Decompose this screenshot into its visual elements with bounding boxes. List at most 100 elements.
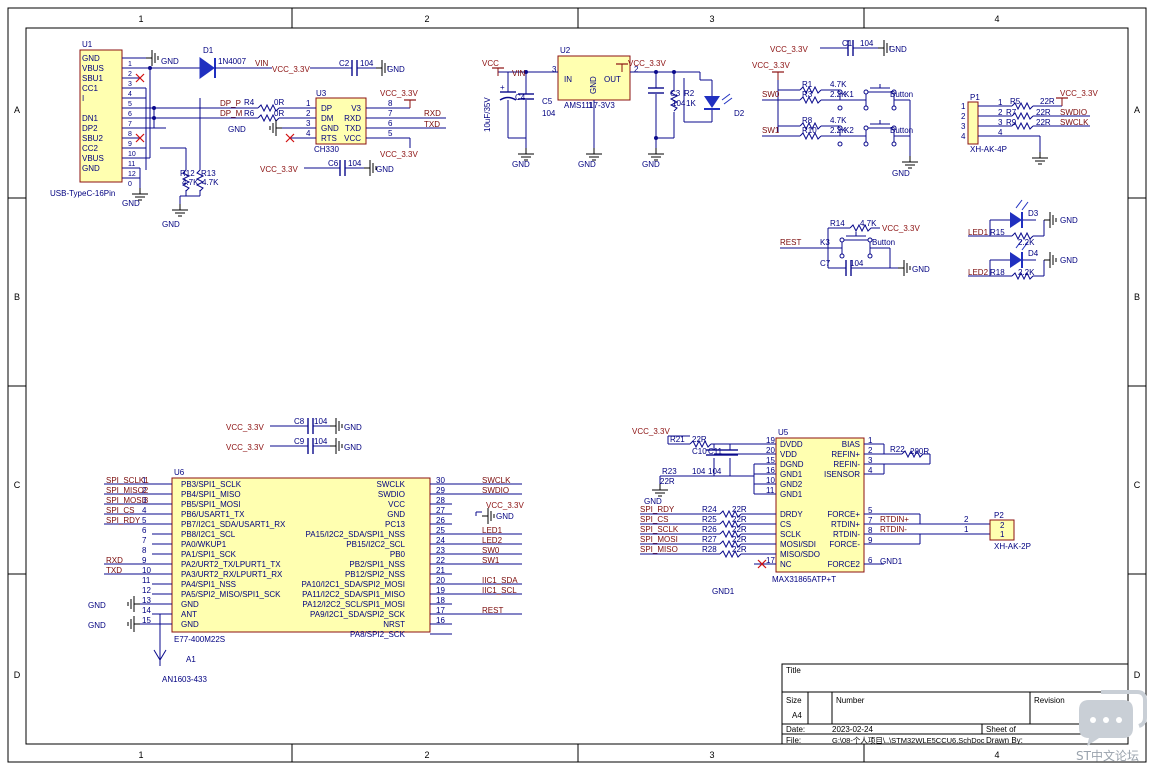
- d1-diode: [199, 57, 272, 79]
- u1-pin-number: 5: [128, 101, 132, 108]
- u6-pin-name: PB5/SPI1_MOSI: [181, 500, 241, 509]
- u2-pin-in: 3: [552, 65, 557, 74]
- u5-pin-number: 8: [868, 526, 873, 535]
- u6-pin-number: 9: [142, 556, 147, 565]
- gnd-label: GND: [228, 125, 246, 134]
- u6-pin-name: SWCLK: [377, 480, 406, 489]
- u1-pin-name: DP2: [82, 124, 98, 133]
- c10-value: 104: [692, 467, 706, 476]
- spi-miso-net: SPI_MISO: [640, 545, 678, 554]
- r6-ref: R6: [244, 109, 255, 118]
- c3-ref: C3: [670, 89, 681, 98]
- u2-out-label: OUT: [604, 75, 621, 84]
- title-label: Title: [786, 666, 801, 675]
- u6-pin-name: PB12/SPI2_NSS: [345, 570, 405, 579]
- gnd-label: GND: [387, 65, 405, 74]
- gnd-label: GND: [889, 45, 907, 54]
- ams1117-regulator: +: [491, 55, 733, 161]
- r15-ref: R15: [990, 228, 1005, 237]
- u5-pin-number: 4: [868, 466, 873, 475]
- decoupling-caps: [270, 417, 343, 455]
- u6-pin-number: 6: [142, 526, 147, 535]
- k3-ref: K3: [820, 238, 830, 247]
- revision-label: Revision: [1034, 696, 1065, 705]
- u5-pin-name: GND1: [780, 490, 803, 499]
- swclk-net: SWCLK: [1060, 118, 1089, 127]
- a1-ref: A1: [186, 655, 196, 664]
- r3-value: 2.2K: [830, 90, 847, 99]
- u1-pin-number: 8: [128, 131, 132, 138]
- watermark-text: ST中文论坛: [1076, 749, 1139, 763]
- u6-pin-name: PA2/URT2_TX/LPURT1_TX: [181, 560, 281, 569]
- frame-row-label: B: [14, 292, 20, 302]
- frame-col-label: 2: [424, 750, 429, 760]
- u5-pin-number: 7: [868, 516, 873, 525]
- gnd-label: GND: [496, 512, 514, 521]
- dp-p-net: DP_P: [220, 99, 241, 108]
- r18-ref: R18: [990, 268, 1005, 277]
- c9-value: 104: [314, 437, 328, 446]
- gnd-label: GND: [912, 265, 930, 274]
- u5-pin-number: 6: [868, 556, 873, 565]
- vcc33-net: VCC_3.3V: [752, 61, 790, 70]
- c9-ref: C9: [294, 437, 305, 446]
- u6-pin-number: 27: [436, 506, 445, 515]
- u5-pin-name: MISO/SDO: [780, 550, 820, 559]
- u6-pin-number: 2: [142, 486, 147, 495]
- c6-ref: C6: [328, 159, 339, 168]
- u6-pin-number: 21: [436, 566, 445, 575]
- frame-col-label: 4: [994, 750, 999, 760]
- gnd-label: GND: [642, 160, 660, 169]
- u5-pin-name: FORCE+: [827, 510, 860, 519]
- u2-pin-gnd: 1: [588, 101, 593, 110]
- c4-ref: C4: [515, 93, 526, 102]
- frame-row-label: A: [14, 105, 20, 115]
- u6-pin-name: SWDIO: [378, 490, 405, 499]
- rxd-net: RXD: [106, 556, 123, 565]
- p2-ref: P2: [994, 511, 1004, 520]
- vcc33-net: VCC_3.3V: [226, 423, 264, 432]
- u5-pin-number: 2: [868, 446, 873, 455]
- c6-capacitor: [304, 159, 377, 177]
- u5-pin-number: 9: [868, 536, 873, 545]
- d1-value: 1N4007: [218, 57, 247, 66]
- u6-pin-number: 26: [436, 516, 445, 525]
- gnd-label: GND: [578, 160, 596, 169]
- size-label: Size: [786, 696, 802, 705]
- d4-ref: D4: [1028, 249, 1039, 258]
- r10-value: 2.2K: [830, 126, 847, 135]
- vcc33-net: VCC_3.3V: [260, 165, 298, 174]
- c8-ref: C8: [294, 417, 305, 426]
- u6-pin-number: 30: [436, 476, 445, 485]
- u6-pin-number: 5: [142, 516, 147, 525]
- u6-pin-name: PB2/SPI1_NSS: [349, 560, 405, 569]
- frame-row-label: D: [1134, 670, 1141, 680]
- u6-pin-number: 20: [436, 576, 445, 585]
- r9-ref: R9: [1006, 118, 1017, 127]
- spi-rdy-net: SPI_RDY: [640, 505, 675, 514]
- r1-value: 4.7K: [830, 80, 847, 89]
- drawing-frame: [7, 7, 1147, 763]
- u5-pin-name: RTDIN+: [831, 520, 860, 529]
- u5-pin-name: GND1: [780, 470, 803, 479]
- r26-ref: R26: [702, 525, 717, 534]
- u5-pin-name: DGND: [780, 460, 804, 469]
- frame-row-label: C: [1134, 480, 1141, 490]
- u3-pin-name: GND: [321, 124, 339, 133]
- max31865-ic: [651, 435, 1015, 573]
- r6-value: 0R: [274, 109, 284, 118]
- txd-net: TXD: [424, 120, 440, 129]
- p2-pin: 1: [964, 525, 969, 534]
- gnd-label: GND: [88, 601, 106, 610]
- r1-ref: R1: [802, 80, 813, 89]
- r13-value: 4.7K: [202, 178, 219, 187]
- r12-ref: R12: [180, 169, 195, 178]
- u6-pin-number: 25: [436, 526, 445, 535]
- u5-pin-name: ISENSOR: [824, 470, 860, 479]
- vin-net: VIN: [512, 69, 526, 78]
- date-value: 2023-02-24: [832, 725, 873, 734]
- u5-pin-name: FORCE2: [828, 560, 861, 569]
- led1-net: LED1: [482, 526, 503, 535]
- u1-pin-number: 3: [128, 81, 132, 88]
- u6-pin-name: PA3/URT2_RX/LPURT1_RX: [181, 570, 283, 579]
